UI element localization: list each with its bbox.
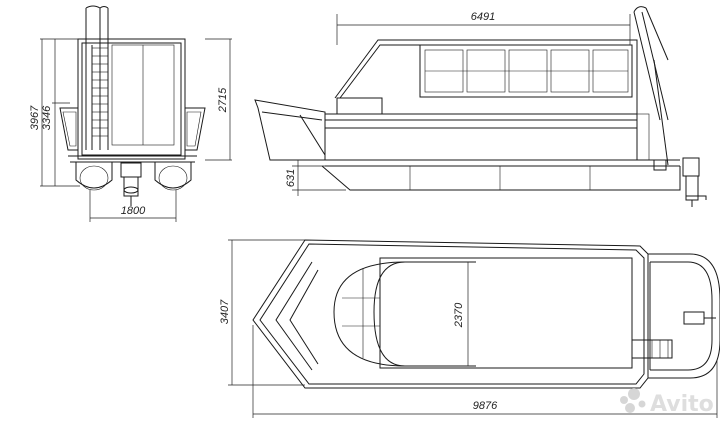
top-beam-label: 3407	[219, 299, 231, 324]
front-overall-height-label: 3967	[29, 105, 41, 130]
side-draft-label: 631	[285, 169, 297, 187]
front-width-label: 1800	[121, 205, 146, 217]
front-view: 3967 3346 2715	[29, 5, 232, 222]
avito-logo-icon	[620, 388, 646, 413]
avito-brand-text: Avito	[650, 392, 714, 417]
avito-watermark: Avito	[620, 388, 714, 417]
side-view: 6491	[254, 6, 707, 207]
top-overall-length-label: 9876	[473, 400, 498, 412]
front-cabin-height-label: 2715	[217, 87, 229, 113]
front-deck-height-label: 3346	[41, 105, 53, 130]
side-cabin-length-label: 6491	[471, 11, 495, 23]
top-view: 3407 2370 987	[219, 239, 720, 418]
top-inner-width-label: 2370	[453, 302, 465, 328]
